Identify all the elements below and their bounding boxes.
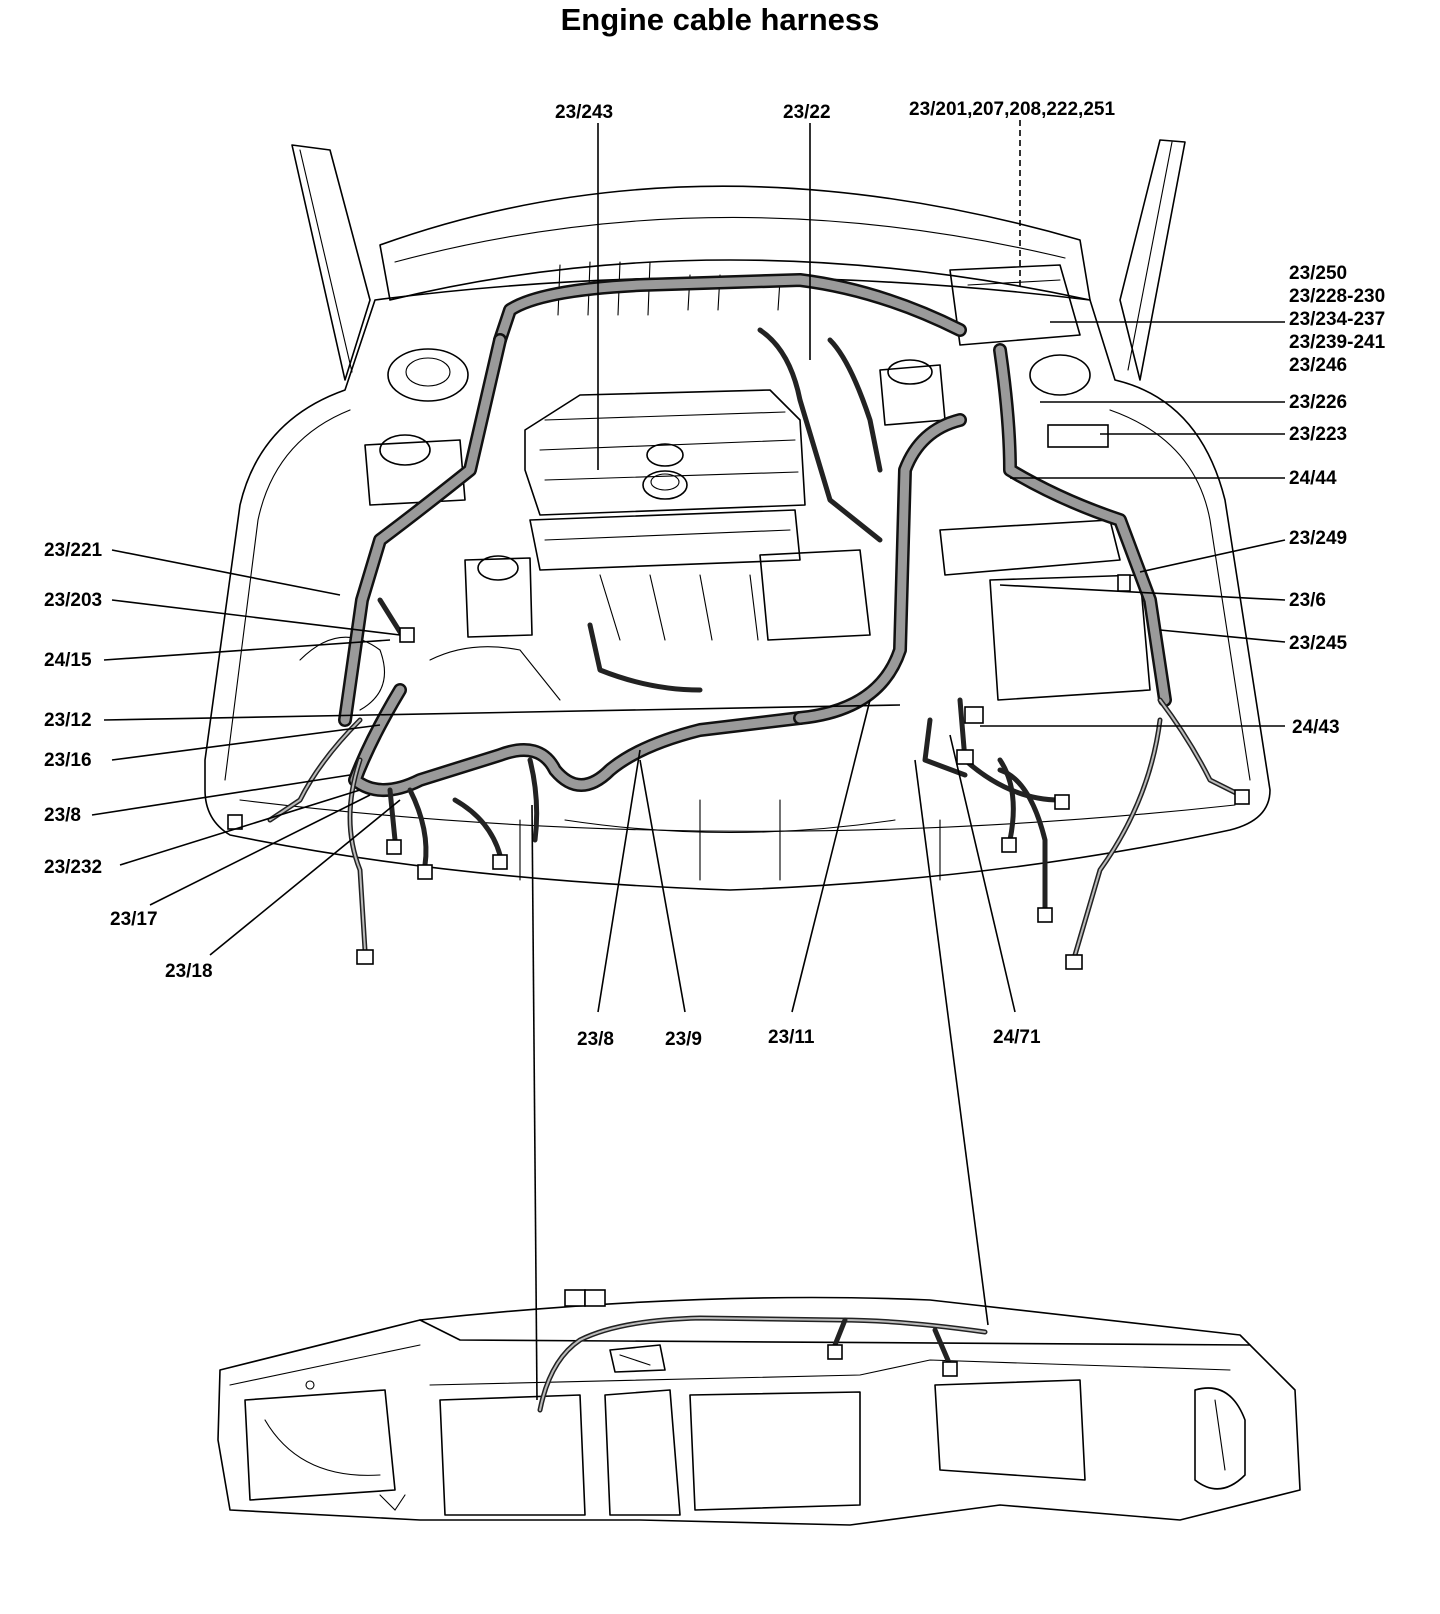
callout-23-226: 23/226 xyxy=(1289,392,1347,413)
callout-23-16: 23/16 xyxy=(44,750,92,771)
harness-branch-wires xyxy=(267,327,1243,958)
callout-24-15: 24/15 xyxy=(44,650,92,671)
callout-23-243: 23/243 xyxy=(555,102,613,123)
dashboard-wiring xyxy=(537,1289,988,1413)
callout-23-250: 23/250 xyxy=(1289,263,1347,284)
callout-23-223: 23/223 xyxy=(1289,424,1347,445)
callout-23-249: 23/249 xyxy=(1289,528,1347,549)
callout-23-246: 23/246 xyxy=(1289,355,1347,376)
callout-23-8-left: 23/8 xyxy=(44,805,81,826)
engine-bay-drawing-icon xyxy=(204,139,1271,891)
callout-23-245: 23/245 xyxy=(1289,633,1348,654)
callout-23-203: 23/203 xyxy=(44,590,102,611)
callout-23-22: 23/22 xyxy=(783,102,831,123)
callout-23-234: 23/234-237 xyxy=(1289,309,1385,330)
connection-lines xyxy=(531,759,989,1401)
callout-24-71: 24/71 xyxy=(993,1027,1041,1048)
dashboard-panel-drawing-icon xyxy=(217,1296,1301,1526)
callout-24-43: 24/43 xyxy=(1292,717,1340,738)
diagram-title: Engine cable harness xyxy=(560,2,880,37)
callout-24-44: 24/44 xyxy=(1289,468,1337,489)
callout-labels: 23/243 23/22 23/201,207,208,222,251 23/2… xyxy=(44,99,1386,1050)
callout-23-9: 23/9 xyxy=(665,1029,702,1050)
callout-leaders xyxy=(91,120,1286,1013)
callout-23-232: 23/232 xyxy=(44,857,102,878)
callout-23-12: 23/12 xyxy=(44,710,92,731)
callout-23-221: 23/221 xyxy=(44,540,103,561)
callout-23-17: 23/17 xyxy=(110,909,158,930)
engine-harness-trunk xyxy=(338,273,1172,797)
callout-23-8-bottom: 23/8 xyxy=(577,1029,614,1050)
callout-23-18: 23/18 xyxy=(165,961,213,982)
connector-icons xyxy=(227,424,1250,970)
callout-23-6: 23/6 xyxy=(1289,590,1326,611)
callout-23-11: 23/11 xyxy=(768,1027,815,1048)
callout-23-201: 23/201,207,208,222,251 xyxy=(909,99,1115,120)
callout-23-228: 23/228-230 xyxy=(1289,286,1385,307)
callout-23-239: 23/239-241 xyxy=(1289,332,1386,353)
